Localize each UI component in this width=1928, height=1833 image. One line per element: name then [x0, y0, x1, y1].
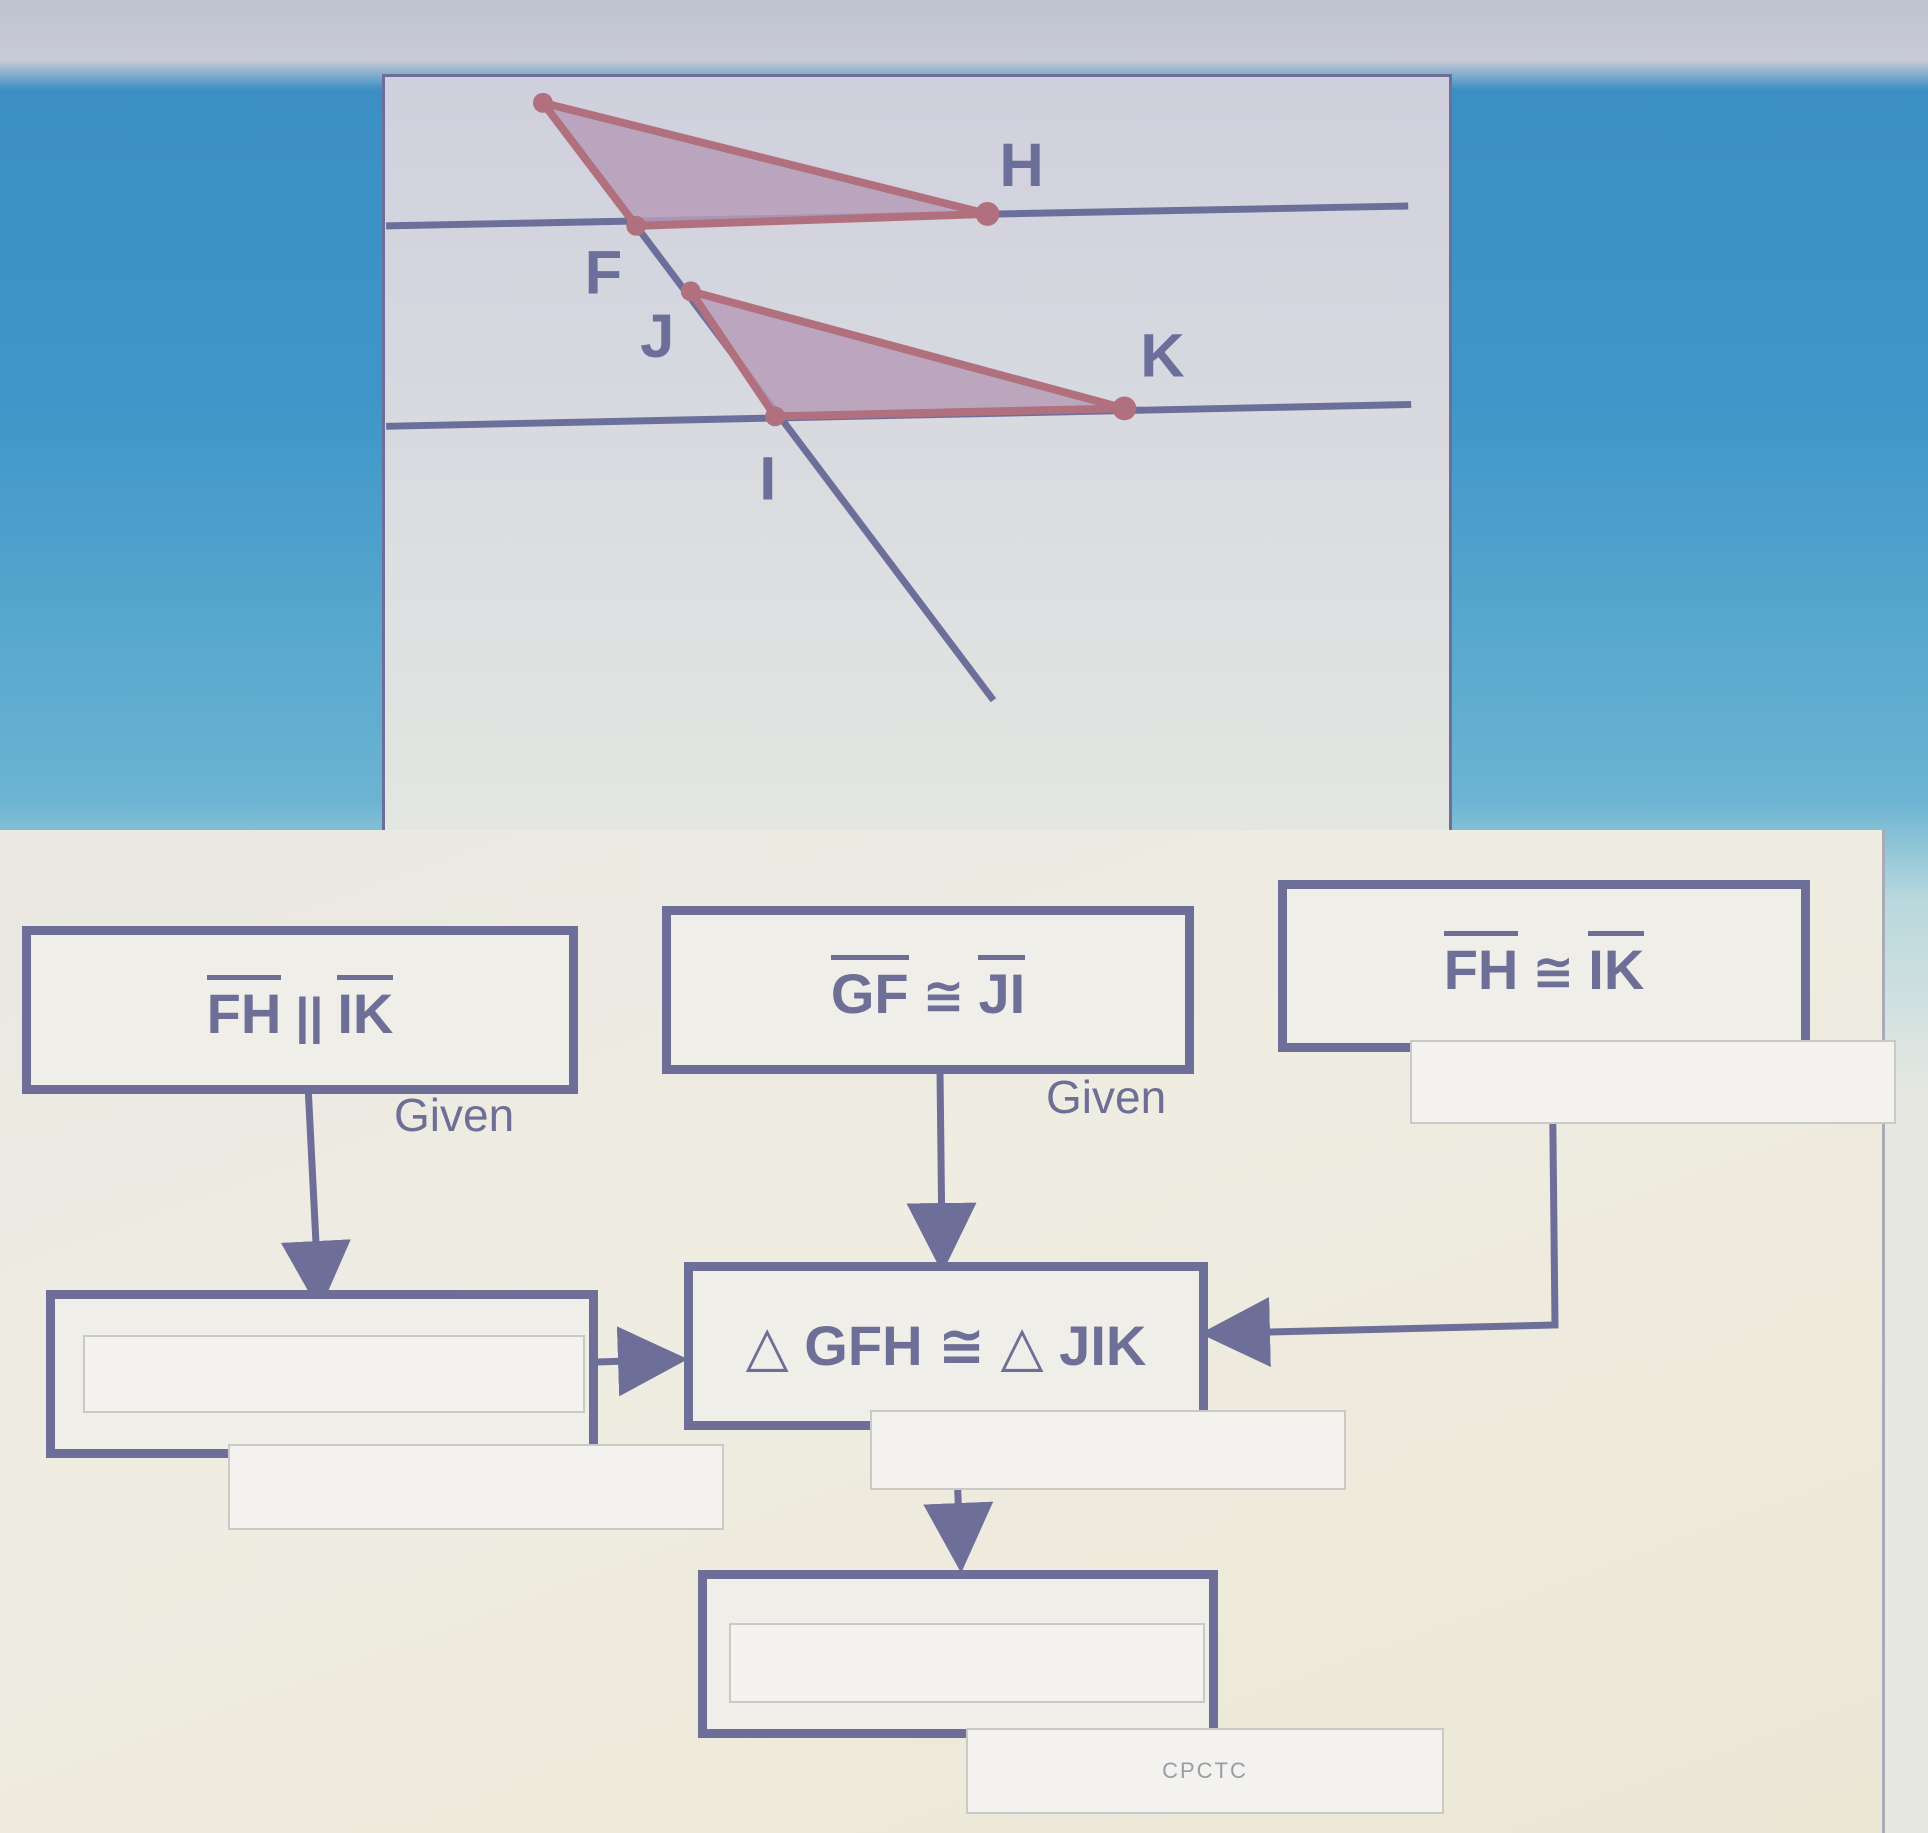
congruent-symbol: ≅ — [1532, 944, 1575, 1000]
statement-6-box — [698, 1570, 1218, 1738]
reason-2-label: Given — [1046, 1071, 1167, 1123]
segment-gf: GF — [830, 955, 909, 1022]
reason-4-input[interactable] — [228, 1444, 724, 1530]
label-j: J — [640, 302, 674, 371]
segment-fh: FH — [206, 975, 282, 1042]
reason-6-input[interactable]: CPCTC — [966, 1728, 1444, 1814]
label-i: I — [759, 445, 776, 514]
geometry-figure: H F J K I — [382, 74, 1452, 854]
triangle-congruence-statement: △ GFH ≅ △ JIK — [745, 1314, 1147, 1377]
segment-fh: FH — [1443, 931, 1519, 998]
statement-6-input[interactable] — [729, 1623, 1205, 1703]
point-i — [765, 406, 786, 427]
statement-3-expression: FH ≅ IK — [1443, 931, 1645, 1001]
reason-3-input[interactable] — [1410, 1040, 1896, 1124]
point-f — [626, 215, 647, 236]
statement-4-box — [46, 1290, 598, 1458]
reason-5-input[interactable] — [870, 1410, 1346, 1490]
triangle-gfh — [538, 98, 992, 230]
point-j — [680, 281, 701, 302]
statement-1-expression: FH || IK — [206, 975, 394, 1045]
segment-ik: IK — [1588, 931, 1645, 998]
statement-1-box: FH || IK — [22, 926, 578, 1094]
statement-5-box: △ GFH ≅ △ JIK — [684, 1262, 1208, 1430]
figure-drawing: H F J K I — [386, 92, 1412, 703]
segment-ji: JI — [978, 955, 1026, 1022]
statement-2-box: GF ≅ JI — [662, 906, 1194, 1074]
triangle-jik — [686, 287, 1129, 421]
reason-1-label: Given — [394, 1089, 515, 1141]
parallel-symbol: || — [295, 988, 324, 1044]
label-h: H — [999, 131, 1043, 200]
statement-2-expression: GF ≅ JI — [830, 955, 1026, 1025]
label-f: F — [585, 238, 623, 307]
statement-4-input[interactable] — [83, 1335, 585, 1413]
congruent-symbol: ≅ — [922, 968, 965, 1024]
point-h — [975, 202, 1000, 226]
segment-ik: IK — [337, 975, 394, 1042]
label-k: K — [1140, 322, 1184, 391]
point-g — [532, 92, 553, 113]
statement-3-box: FH ≅ IK — [1278, 880, 1810, 1052]
point-k — [1112, 396, 1137, 421]
